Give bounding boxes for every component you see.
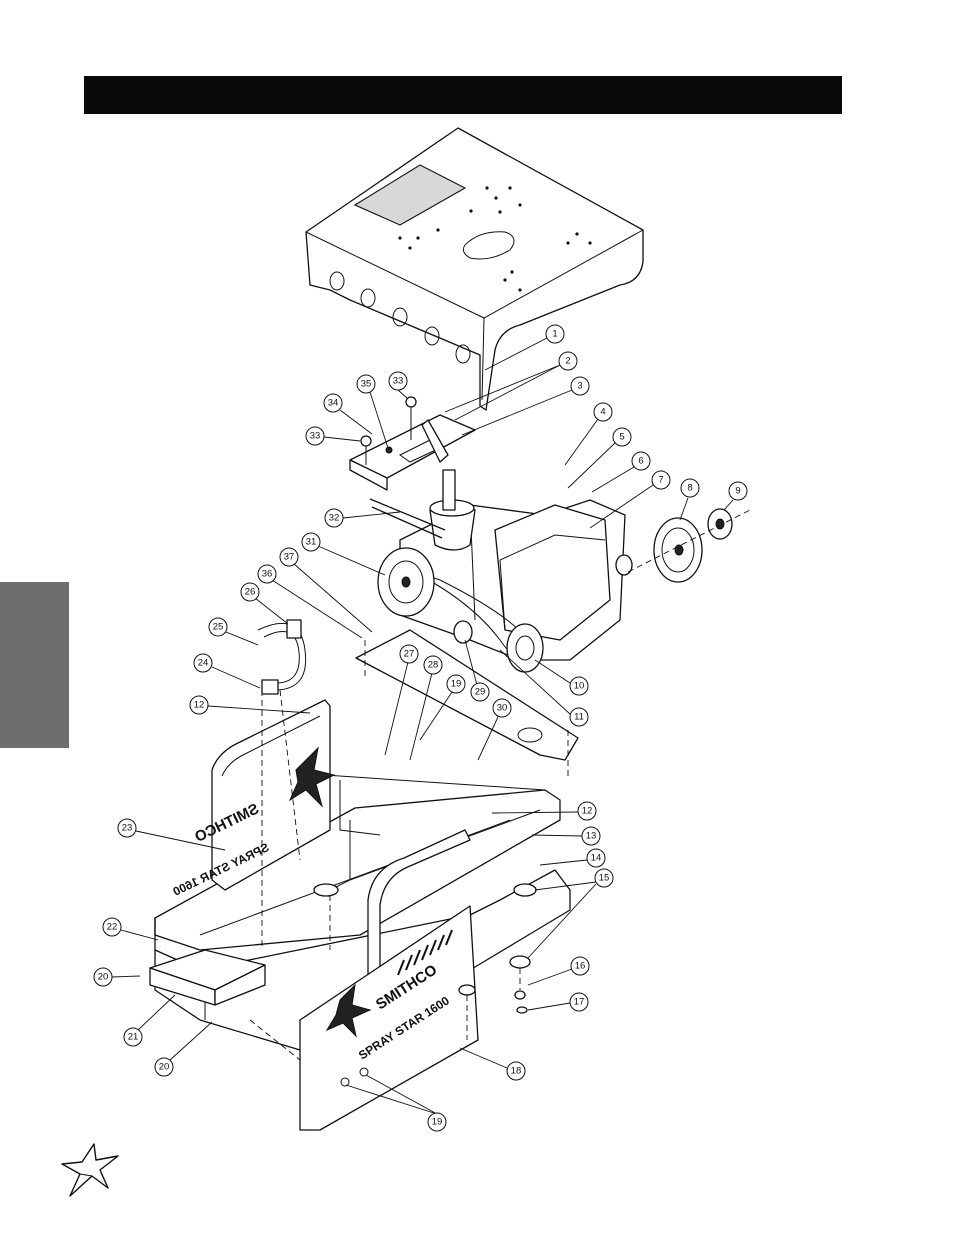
callout-3: 3 (461, 376, 590, 436)
svg-text:27: 27 (404, 649, 415, 660)
svg-text:13: 13 (586, 831, 597, 842)
svg-text:2: 2 (565, 356, 570, 367)
callout-14: 14 (539, 848, 606, 868)
svg-text:20: 20 (159, 1062, 170, 1073)
callout-21: 21 (123, 994, 176, 1047)
callout-36: 36 (257, 564, 363, 639)
callout-30: 30 (477, 698, 512, 761)
star-decal-icon (325, 983, 372, 1038)
callout-17: 17 (527, 992, 589, 1012)
callout-4: 4 (564, 402, 613, 466)
svg-text:35: 35 (361, 379, 372, 390)
callout-25: 25 (208, 617, 259, 646)
callout-34: 34 (323, 393, 373, 435)
callout-33a: 33 (305, 426, 361, 446)
front-roll-bar (367, 829, 471, 1016)
star-decal-icon (288, 746, 336, 808)
svg-text:25: 25 (213, 622, 224, 633)
svg-text:29: 29 (475, 687, 486, 698)
callout-18: 18 (459, 1047, 526, 1081)
section-title-bar (84, 76, 842, 114)
callout-16: 16 (527, 956, 590, 986)
callout-11: 11 (499, 649, 589, 727)
callout-7: 7 (589, 470, 671, 529)
hood-vent-holes (329, 271, 471, 364)
callout-6: 6 (591, 451, 651, 493)
callout-37: 37 (279, 547, 373, 633)
svg-text:6: 6 (638, 456, 643, 467)
callout-24: 24 (193, 653, 261, 689)
svg-text:26: 26 (245, 587, 256, 598)
svg-text:33: 33 (393, 376, 404, 387)
pulley-and-bushing (627, 508, 751, 583)
callout-28: 28 (409, 655, 443, 761)
callout-22: 22 (102, 917, 159, 941)
svg-text:36: 36 (262, 569, 273, 580)
callout-19a: 19 (345, 1074, 447, 1132)
svg-text:33: 33 (310, 431, 321, 442)
callout-23: 23 (117, 818, 226, 851)
svg-text:31: 31 (306, 537, 317, 548)
svg-text:19: 19 (432, 1117, 443, 1128)
throttle-control-plate (349, 396, 476, 491)
svg-text:20: 20 (98, 972, 109, 983)
callout-31: 31 (301, 532, 386, 576)
svg-text:15: 15 (599, 873, 610, 884)
svg-text:17: 17 (574, 997, 585, 1008)
isolator-mounts (313, 883, 537, 1040)
callout-32: 32 (324, 508, 401, 528)
svg-text:28: 28 (428, 660, 439, 671)
svg-text:12: 12 (194, 700, 205, 711)
callout-2: 2 (444, 351, 578, 421)
callout-15: 15 (527, 868, 614, 959)
chapter-side-tab (0, 582, 69, 748)
svg-text:3: 3 (577, 381, 582, 392)
svg-text:8: 8 (687, 483, 692, 494)
svg-text:22: 22 (107, 922, 118, 933)
hood-cover (305, 127, 644, 411)
callout-29: 29 (464, 639, 490, 702)
callout-12b: 12 (491, 801, 597, 821)
callout-26: 26 (240, 582, 289, 625)
svg-text:21: 21 (128, 1032, 139, 1043)
svg-text:5: 5 (619, 432, 624, 443)
tool-tray (149, 949, 266, 1006)
callout-8: 8 (679, 478, 700, 521)
pump-engine-assembly (369, 469, 633, 673)
callout-5: 5 (567, 427, 632, 489)
front-panel: SMITHCO SPRAY STAR 1600 (299, 905, 479, 1131)
svg-text:1: 1 (552, 329, 557, 340)
callout-12a: 12 (189, 695, 311, 715)
svg-text:34: 34 (328, 398, 339, 409)
callout-9: 9 (723, 481, 748, 511)
svg-text:30: 30 (497, 703, 508, 714)
svg-text:32: 32 (329, 513, 340, 524)
svg-text:11: 11 (574, 712, 584, 723)
svg-text:12: 12 (582, 806, 593, 817)
callout-27: 27 (384, 644, 419, 756)
svg-text:10: 10 (574, 681, 585, 692)
callout-13: 13 (531, 826, 601, 846)
svg-text:23: 23 (122, 823, 133, 834)
svg-text:24: 24 (198, 658, 209, 669)
svg-text:4: 4 (600, 407, 605, 418)
callout-35: 35 (356, 374, 389, 449)
callout-19b: 19 (419, 674, 466, 741)
callout-20a: 20 (93, 967, 141, 987)
assembly-guide-lines (249, 640, 569, 1061)
svg-text:9: 9 (735, 486, 740, 497)
callout-1: 1 (484, 324, 565, 371)
svg-text:14: 14 (591, 853, 602, 864)
smithco-star-logo-icon (61, 1143, 119, 1197)
svg-text:19: 19 (451, 679, 462, 690)
callout-20b: 20 (154, 1021, 213, 1077)
svg-text:18: 18 (511, 1066, 522, 1077)
svg-text:7: 7 (658, 475, 663, 486)
callout-10: 10 (534, 659, 589, 696)
svg-text:16: 16 (575, 961, 586, 972)
svg-text:37: 37 (284, 552, 295, 563)
tank-strap (257, 619, 307, 695)
callout-33b: 33 (388, 371, 408, 399)
